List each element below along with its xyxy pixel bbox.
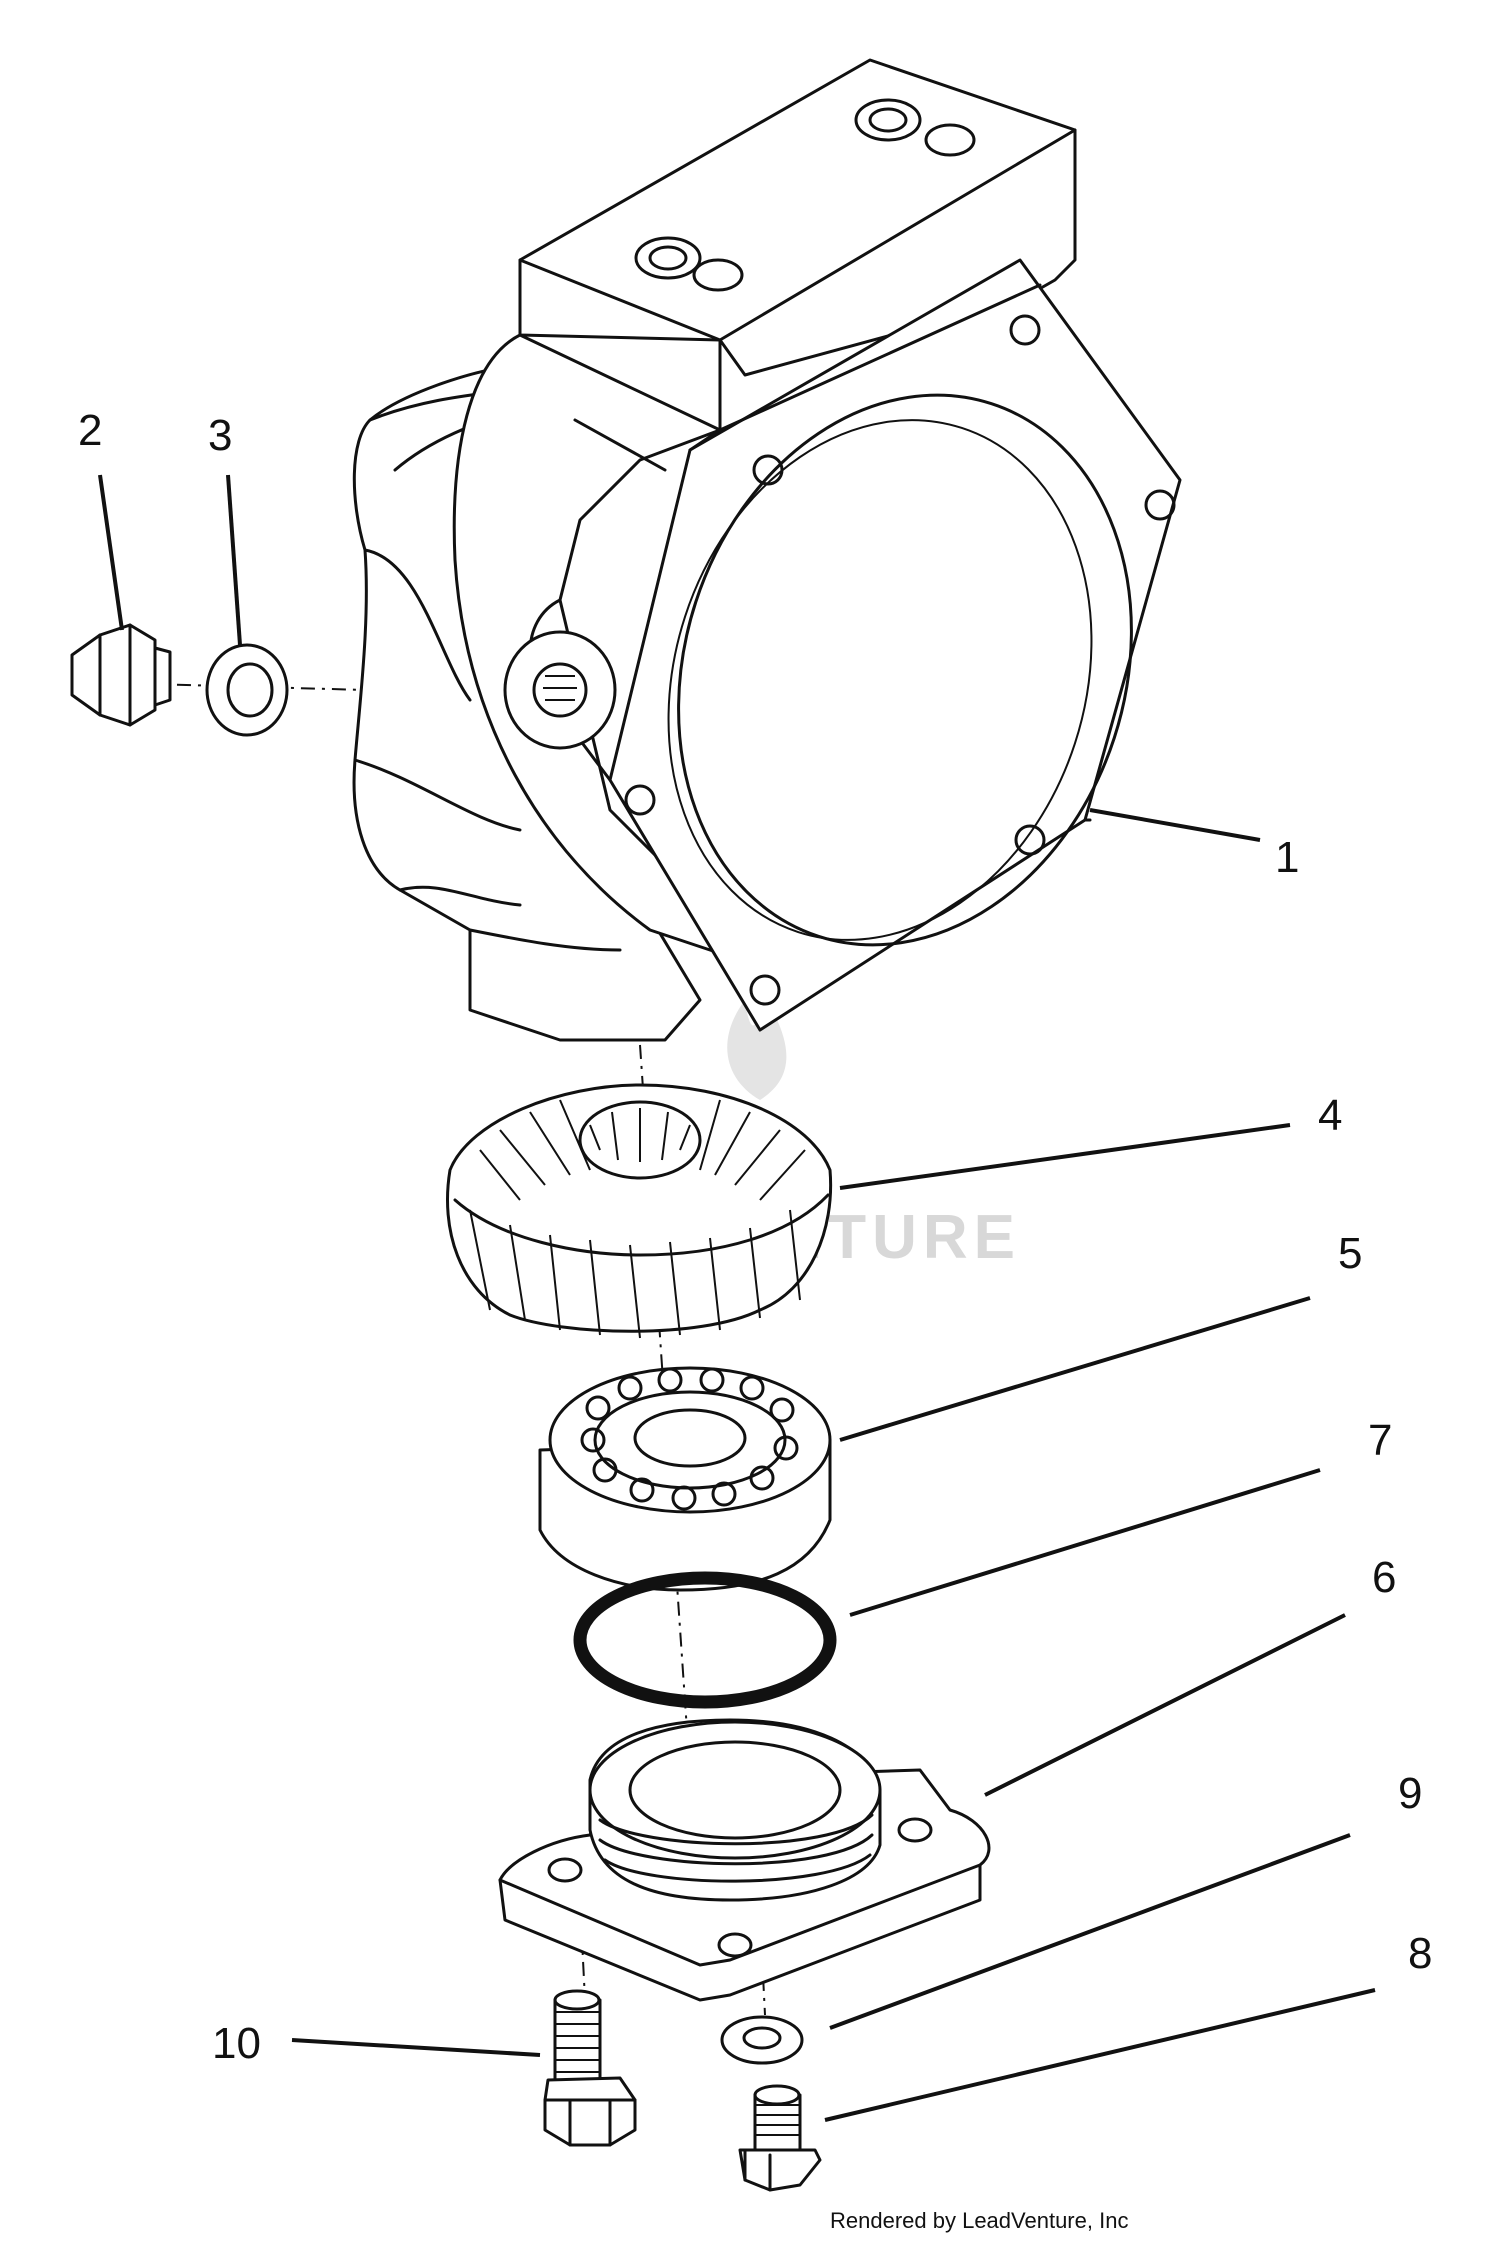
callout-3: 3 (208, 411, 232, 460)
callout-7: 7 (1368, 1416, 1392, 1465)
gear-housing (352, 58, 1182, 1042)
cap-washer (720, 2015, 804, 2065)
ball-bearing (538, 1366, 832, 1592)
leader-9 (829, 1833, 1351, 2030)
callout-6: 6 (1372, 1553, 1396, 1602)
leader-3 (226, 474, 242, 646)
centerline-screw (759, 1914, 766, 2016)
callout-8: 8 (1408, 1929, 1432, 1978)
leader-2 (98, 474, 124, 631)
render-credit: Rendered by LeadVenture, Inc (830, 2208, 1128, 2233)
flange-screw (738, 2084, 822, 2192)
leader-5 (839, 1296, 1311, 1442)
centerline-drain-plug (114, 682, 546, 696)
callout-4: 4 (1318, 1091, 1342, 1140)
leader-7 (849, 1468, 1321, 1617)
callout-1: 1 (1275, 833, 1299, 882)
o-ring (573, 1571, 837, 1709)
plug-washer (205, 643, 289, 737)
leader-8 (824, 1988, 1376, 2122)
leader-6 (984, 1613, 1346, 1797)
centerline-bolt (579, 1899, 586, 2001)
bearing-cap (498, 1718, 991, 2002)
leader-4 (839, 1123, 1291, 1190)
leader-1 (1089, 808, 1261, 842)
drain-plug (70, 623, 172, 727)
callout-9: 9 (1398, 1769, 1422, 1818)
leader-10 (291, 2038, 541, 2057)
hex-bolt (543, 1989, 637, 2147)
callout-2: 2 (78, 406, 102, 455)
callout-10: 10 (212, 2019, 261, 2068)
callout-5: 5 (1338, 1229, 1362, 1278)
bevel-gear (446, 1083, 833, 1339)
